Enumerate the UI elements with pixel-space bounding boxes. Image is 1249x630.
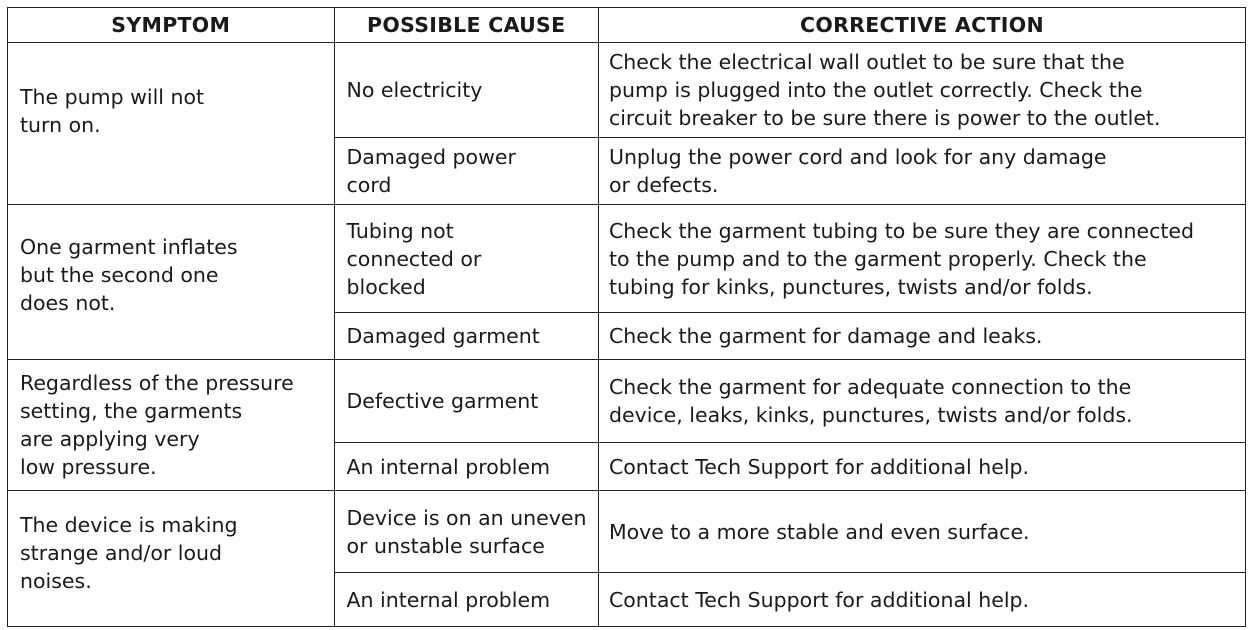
header-row: SYMPTOM POSSIBLE CAUSE CORRECTIVE ACTION: [7, 7, 1247, 43]
cause-text: Damaged garment: [346, 324, 540, 348]
action-cell: Unplug the power cord and look for any d…: [597, 137, 1247, 205]
table-row: Damaged garment Check the garment for da…: [8, 312, 1247, 360]
symptom-text: One garment inflates but the second one …: [20, 235, 238, 315]
symptom-text: The pump will not turn on.: [20, 85, 205, 137]
action-text: Check the electrical wall outlet to be s…: [608, 50, 1161, 130]
action-text: Unplug the power cord and look for any d…: [608, 145, 1107, 197]
action-cell: Check the garment tubing to be sure they…: [597, 204, 1247, 313]
action-cell: Check the electrical wall outlet to be s…: [597, 42, 1247, 138]
table-row: One garment inflates but the second one …: [7, 204, 1247, 360]
cause-cell: Device is on an uneven or unstable surfa…: [333, 490, 599, 573]
cause-text: An internal problem: [346, 454, 551, 479]
table-row: The pump will not turn on. No electricit…: [7, 42, 1247, 205]
cause-cell: Damaged garment: [333, 312, 599, 360]
action-cell: Move to a more stable and even surface.: [597, 490, 1247, 573]
table-row: An internal problem Contact Tech Support…: [8, 572, 1247, 627]
action-cell: Contact Tech Support for additional help…: [597, 442, 1247, 491]
table-row: Regardless of the pressure setting, the …: [7, 359, 1247, 491]
action-text: Check the garment for damage and leaks.: [608, 324, 1043, 348]
cause-text: Tubing not connected or blocked: [346, 218, 482, 299]
symptom-cell: The device is making strange and/or loud…: [7, 490, 335, 627]
symptom-cell: One garment inflates but the second one …: [7, 204, 335, 360]
cause-cell: Defective garment: [333, 359, 599, 443]
cause-cell: Tubing not connected or blocked: [333, 204, 599, 313]
action-text: Check the garment for adequate connectio…: [608, 375, 1133, 427]
cause-cell: Damaged power cord: [333, 137, 599, 205]
action-text: Contact Tech Support for additional help…: [608, 587, 1030, 612]
action-cell: Check the garment for damage and leaks.: [597, 312, 1247, 360]
header-symptom: SYMPTOM: [7, 7, 335, 43]
symptom-cell: Regardless of the pressure setting, the …: [7, 359, 335, 491]
action-cell: Contact Tech Support for additional help…: [597, 572, 1247, 627]
table-row: Damaged power cord Unplug the power cord…: [8, 137, 1247, 205]
cause-cell: An internal problem: [333, 572, 599, 627]
table-row: An internal problem Contact Tech Support…: [8, 442, 1247, 491]
cause-text: No electricity: [346, 78, 483, 102]
cause-cell: An internal problem: [333, 442, 599, 491]
table-row: The device is making strange and/or loud…: [7, 490, 1247, 627]
action-text: Move to a more stable and even surface.: [608, 519, 1030, 544]
action-text: Check the garment tubing to be sure they…: [608, 218, 1195, 299]
action-cell: Check the garment for adequate connectio…: [597, 359, 1247, 443]
header-corrective-action: CORRECTIVE ACTION: [597, 7, 1247, 43]
symptom-text: Regardless of the pressure setting, the …: [20, 371, 294, 479]
cause-text: Defective garment: [346, 389, 539, 413]
troubleshooting-table: SYMPTOM POSSIBLE CAUSE CORRECTIVE ACTION…: [7, 7, 1247, 627]
header-possible-cause: POSSIBLE CAUSE: [333, 7, 599, 43]
cause-cell: No electricity: [333, 42, 599, 138]
action-text: Contact Tech Support for additional help…: [608, 454, 1030, 479]
symptom-text: The device is making strange and/or loud…: [20, 513, 238, 593]
cause-text: Device is on an uneven or unstable surfa…: [346, 505, 587, 558]
cause-text: An internal problem: [346, 587, 551, 612]
symptom-cell: The pump will not turn on.: [7, 42, 335, 205]
cause-text: Damaged power cord: [346, 145, 516, 197]
